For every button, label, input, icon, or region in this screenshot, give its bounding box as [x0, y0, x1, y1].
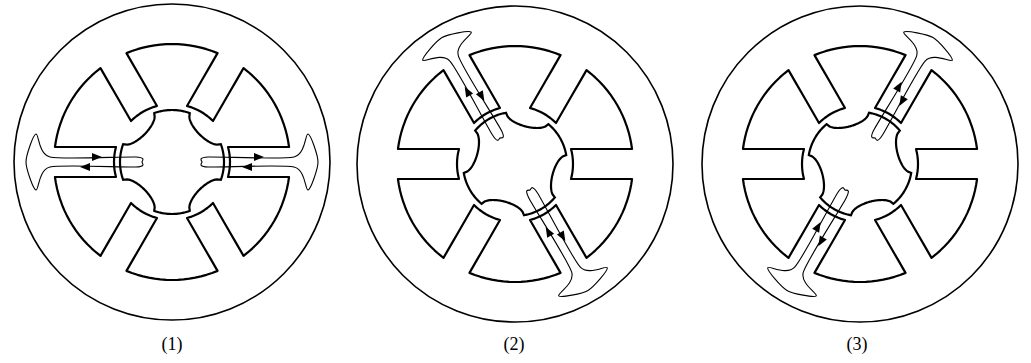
rotor-outline: [789, 93, 931, 235]
figure-number: (2): [504, 334, 525, 356]
stator-outline: [702, 6, 1018, 322]
flux-arrow: [254, 153, 264, 161]
flux-path: [26, 134, 143, 190]
stator-bore: [55, 44, 289, 280]
flux-arrow: [461, 85, 473, 98]
flux-arrow: [812, 220, 824, 233]
flux-arrow: [80, 163, 90, 171]
flux-path: [418, 24, 525, 153]
flux-arrow: [242, 163, 252, 171]
flux-line: [505, 175, 612, 304]
figure-number: (1): [162, 334, 183, 356]
flux-line: [26, 134, 143, 190]
flux-line: [850, 24, 957, 153]
stator-outline: [14, 4, 330, 320]
flux-arrow: [815, 236, 827, 249]
flux-path: [201, 134, 318, 190]
flux-arrow: [92, 153, 102, 161]
flux-line: [418, 24, 525, 153]
figure-number: (3): [847, 334, 868, 356]
flux-arrow: [896, 95, 908, 108]
flux-arrow: [476, 90, 488, 103]
rotor-outline: [444, 93, 586, 235]
flux-arrow: [893, 80, 905, 93]
flux-path: [505, 175, 612, 304]
flux-path: [850, 24, 957, 153]
stator-bore: [743, 46, 977, 282]
motor-section: [702, 6, 1018, 322]
flux-line: [201, 134, 318, 190]
flux-arrow: [557, 231, 569, 244]
motor-section: [14, 4, 330, 320]
flux-line: [763, 175, 870, 304]
stator-bore: [398, 46, 632, 282]
motor-section: [357, 6, 673, 322]
stator-outline: [357, 6, 673, 322]
flux-arrow: [542, 225, 554, 238]
flux-path: [763, 175, 870, 304]
rotor-outline: [120, 110, 224, 214]
